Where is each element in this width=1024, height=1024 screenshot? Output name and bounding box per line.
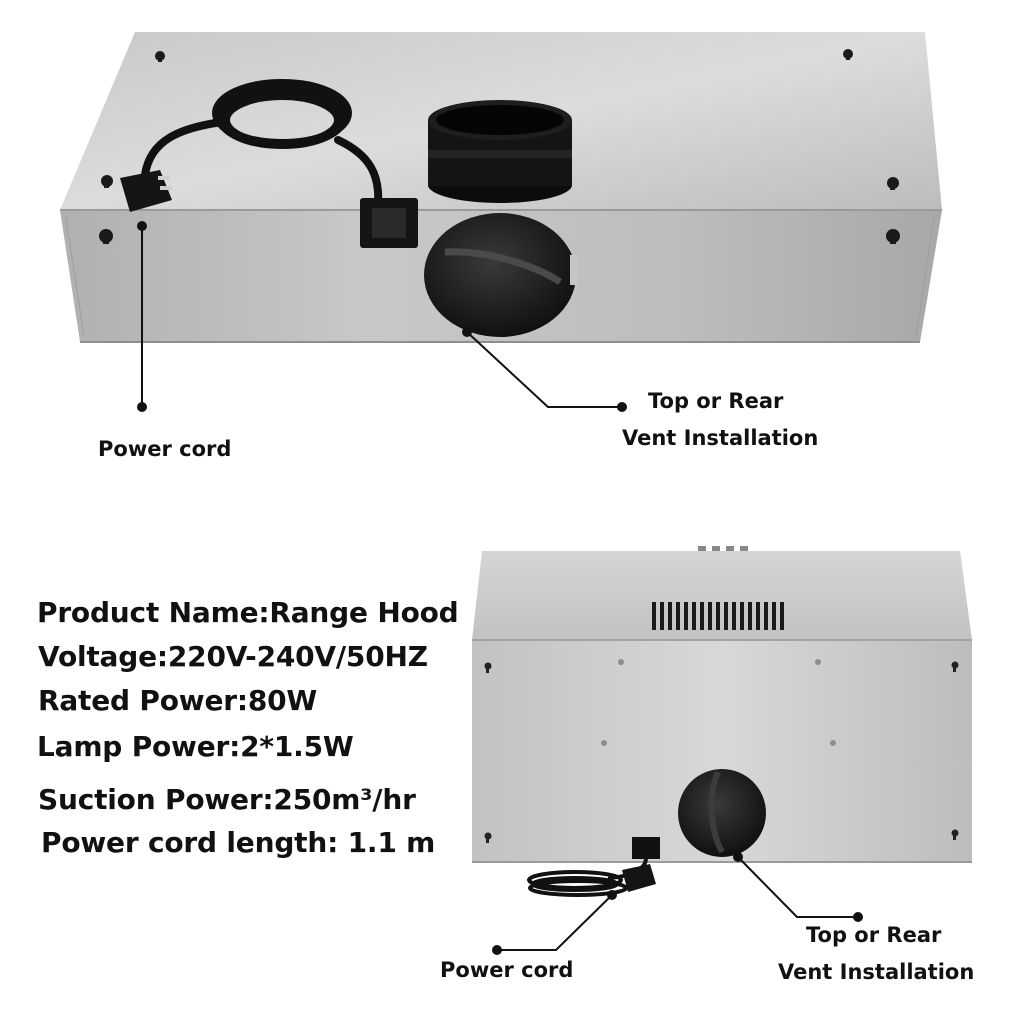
rear-power-cord — [527, 856, 648, 897]
top-callout-lines — [137, 221, 627, 412]
top-keyhole-mounts — [99, 49, 900, 244]
rear-screws — [601, 659, 836, 746]
spec-suction-power: Suction Power:250m³/hr — [38, 783, 416, 816]
top-vent-label-line2: Vent Installation — [622, 426, 819, 450]
rear-callout-lines — [492, 852, 863, 955]
spec-cord-length: Power cord length: 1.1 m — [41, 826, 436, 859]
top-vent-label-line1: Top or Rear — [648, 389, 784, 413]
rear-vent-label-line2: Vent Installation — [778, 960, 975, 984]
top-rear-vent-cap — [424, 213, 578, 337]
top-socket — [360, 198, 418, 248]
rear-vent-label-line1: Top or Rear — [806, 923, 942, 947]
rear-socket — [632, 837, 660, 859]
spec-lamp-power: Lamp Power:2*1.5W — [37, 730, 354, 763]
rear-plug — [622, 864, 656, 892]
spec-product-name: Product Name:Range Hood — [37, 596, 459, 629]
top-plug — [120, 170, 172, 212]
rear-keyhole-mounts — [484, 661, 959, 843]
rear-vent-cap — [678, 769, 766, 857]
rear-power-cord-label: Power cord — [440, 958, 574, 982]
rear-vent-slots — [652, 602, 784, 630]
spec-rated-power: Rated Power:80W — [38, 684, 318, 717]
top-power-cord-label: Power cord — [98, 437, 232, 461]
top-power-cord — [141, 79, 383, 209]
top-vent-collar — [428, 100, 572, 203]
spec-voltage: Voltage:220V-240V/50HZ — [38, 640, 428, 673]
